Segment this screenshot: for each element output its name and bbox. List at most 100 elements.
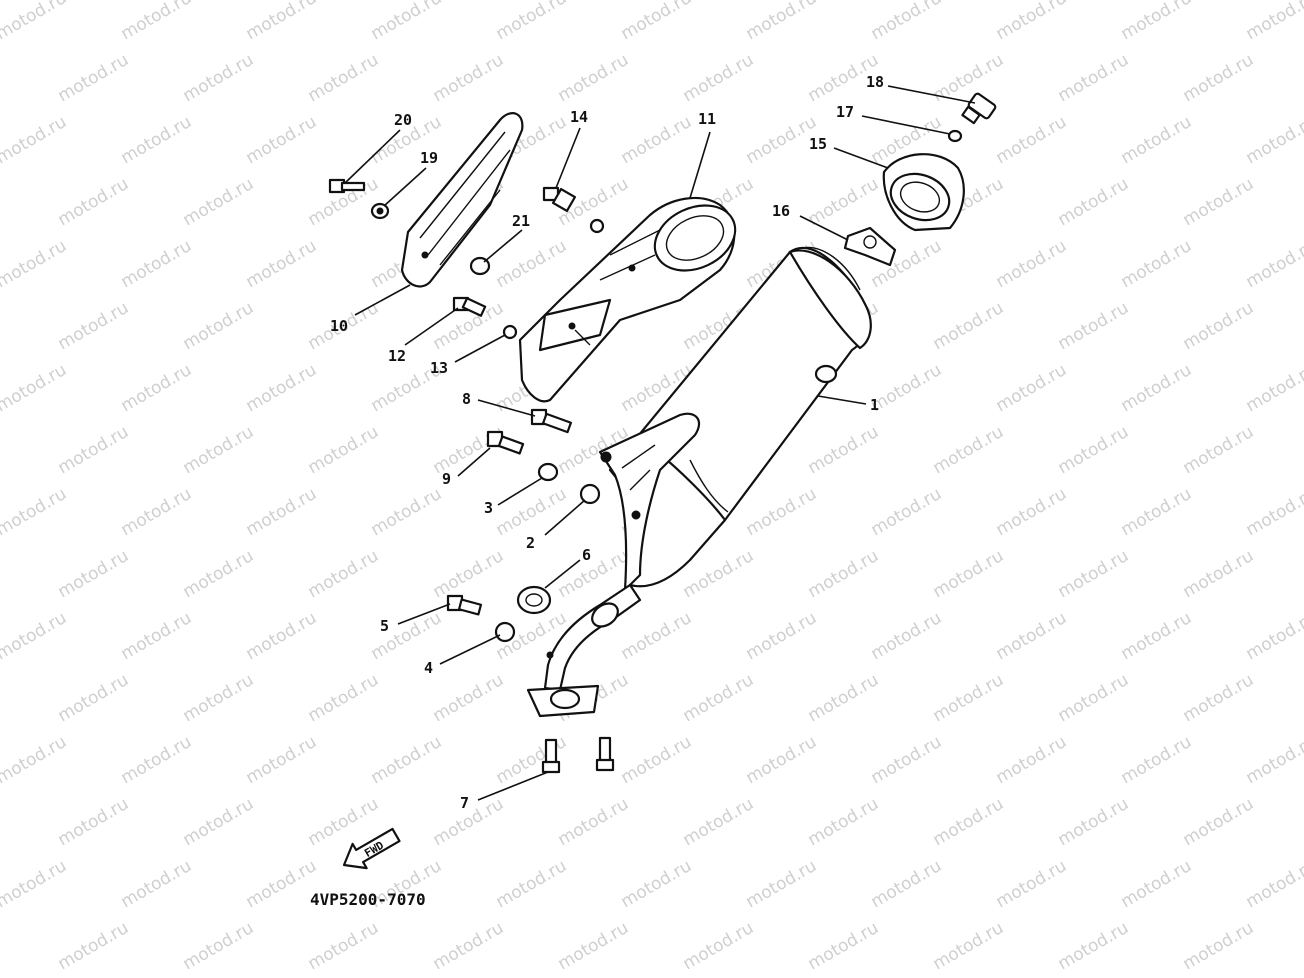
callout-3: 3 — [484, 499, 493, 517]
watermark-text: motod.ru — [493, 856, 571, 912]
watermark-text: motod.ru — [805, 918, 883, 974]
watermark-text: motod.ru — [493, 484, 571, 540]
watermark-text: motod.ru — [555, 794, 633, 850]
collar-6-hole — [525, 593, 543, 607]
watermark-text: motod.ru — [430, 918, 508, 974]
bolt-12 — [452, 296, 487, 317]
watermark-text: motod.ru — [868, 608, 946, 664]
watermark-text: motod.ru — [805, 794, 883, 850]
collar-6 — [516, 585, 552, 615]
watermark-text: motod.ru — [1055, 422, 1133, 478]
front-direction-arrow: FWD — [342, 827, 401, 870]
watermark-text: motod.ru — [1243, 0, 1304, 44]
callout-9: 9 — [442, 470, 451, 488]
watermark-text: motod.ru — [1243, 484, 1304, 540]
watermark-text: motod.ru — [930, 546, 1008, 602]
watermark-text: motod.ru — [1243, 608, 1304, 664]
watermark-text: motod.ru — [805, 174, 883, 230]
exhaust-pipe — [526, 583, 642, 718]
watermark-text: motod.ru — [0, 236, 70, 292]
watermark-text: motod.ru — [618, 0, 696, 44]
callout-2: 2 — [526, 534, 535, 552]
watermark-text: motod.ru — [743, 0, 821, 44]
watermark-text: motod.ru — [993, 360, 1071, 416]
callout-20: 20 — [394, 111, 412, 129]
watermark-text: motod.ru — [930, 298, 1008, 354]
watermark-text: motod.ru — [680, 670, 758, 726]
watermark-text: motod.ru — [118, 236, 196, 292]
watermark-text: motod.ru — [368, 484, 446, 540]
callout-19: 19 — [420, 149, 438, 167]
watermark-text: motod.ru — [55, 422, 133, 478]
watermark-text: motod.ru — [680, 794, 758, 850]
watermark-text: motod.ru — [55, 546, 133, 602]
watermark-text: motod.ru — [180, 422, 258, 478]
watermark-text: motod.ru — [243, 236, 321, 292]
watermark-text: motod.ru — [680, 918, 758, 974]
callout-10: 10 — [330, 317, 348, 335]
callout-8: 8 — [462, 390, 471, 408]
nut-3 — [537, 462, 559, 482]
watermark-text: motod.ru — [0, 360, 70, 416]
watermark-text: motod.ru — [243, 856, 321, 912]
bolt-14 — [542, 186, 577, 213]
nut-2 — [579, 483, 601, 505]
watermark-text: motod.ru — [618, 112, 696, 168]
watermark-text: motod.ru — [930, 794, 1008, 850]
nut-4 — [494, 621, 516, 643]
watermark-text: motod.ru — [993, 608, 1071, 664]
watermark-text: motod.ru — [1055, 670, 1133, 726]
watermark-text: motod.ru — [180, 794, 258, 850]
bolt-5 — [446, 594, 483, 616]
watermark-text: motod.ru — [618, 732, 696, 788]
callout-13: 13 — [430, 359, 448, 377]
watermark-text: motod.ru — [1180, 546, 1258, 602]
watermark-text: motod.ru — [0, 112, 70, 168]
watermark-text: motod.ru — [805, 546, 883, 602]
watermark-text: motod.ru — [993, 236, 1071, 292]
watermark-text: motod.ru — [0, 0, 70, 44]
watermark-text: motod.ru — [1118, 608, 1196, 664]
watermark-text: motod.ru — [1118, 360, 1196, 416]
watermark-text: motod.ru — [1180, 298, 1258, 354]
watermark-text: motod.ru — [243, 484, 321, 540]
watermark-text: motod.ru — [118, 732, 196, 788]
watermark-text: motod.ru — [305, 422, 383, 478]
callout-4: 4 — [424, 659, 433, 677]
watermark-text: motod.ru — [868, 856, 946, 912]
watermark-text: motod.ru — [1118, 856, 1196, 912]
washer-13 — [502, 324, 518, 340]
watermark-text: motod.ru — [743, 484, 821, 540]
watermark-text: motod.ru — [493, 732, 571, 788]
watermark-text: motod.ru — [430, 546, 508, 602]
watermark-text: motod.ru — [118, 112, 196, 168]
watermark-text: motod.ru — [1243, 732, 1304, 788]
watermark-text: motod.ru — [180, 50, 258, 106]
watermark-text: motod.ru — [243, 732, 321, 788]
watermark-text: motod.ru — [368, 732, 446, 788]
watermark-text: motod.ru — [930, 422, 1008, 478]
callout-5: 5 — [380, 617, 389, 635]
watermark-text: motod.ru — [618, 608, 696, 664]
watermark-text: motod.ru — [993, 856, 1071, 912]
watermark-text: motod.ru — [180, 298, 258, 354]
watermark-text: motod.ru — [680, 50, 758, 106]
watermark-text: motod.ru — [1118, 112, 1196, 168]
callout-18: 18 — [866, 73, 884, 91]
washer-14 — [589, 218, 605, 234]
watermark-text: motod.ru — [1055, 546, 1133, 602]
washer-19-hole — [376, 207, 384, 215]
callout-12: 12 — [388, 347, 406, 365]
muffler-protector — [518, 196, 737, 403]
bolt-18 — [961, 92, 997, 125]
callout-6: 6 — [582, 546, 591, 564]
bolt-20 — [328, 178, 366, 194]
watermark-text: motod.ru — [993, 484, 1071, 540]
watermark-text: motod.ru — [743, 608, 821, 664]
watermark-text: motod.ru — [555, 50, 633, 106]
watermark-text: motod.ru — [1055, 174, 1133, 230]
stud-7a — [541, 738, 561, 774]
watermark-text: motod.ru — [118, 608, 196, 664]
watermark-text: motod.ru — [868, 484, 946, 540]
